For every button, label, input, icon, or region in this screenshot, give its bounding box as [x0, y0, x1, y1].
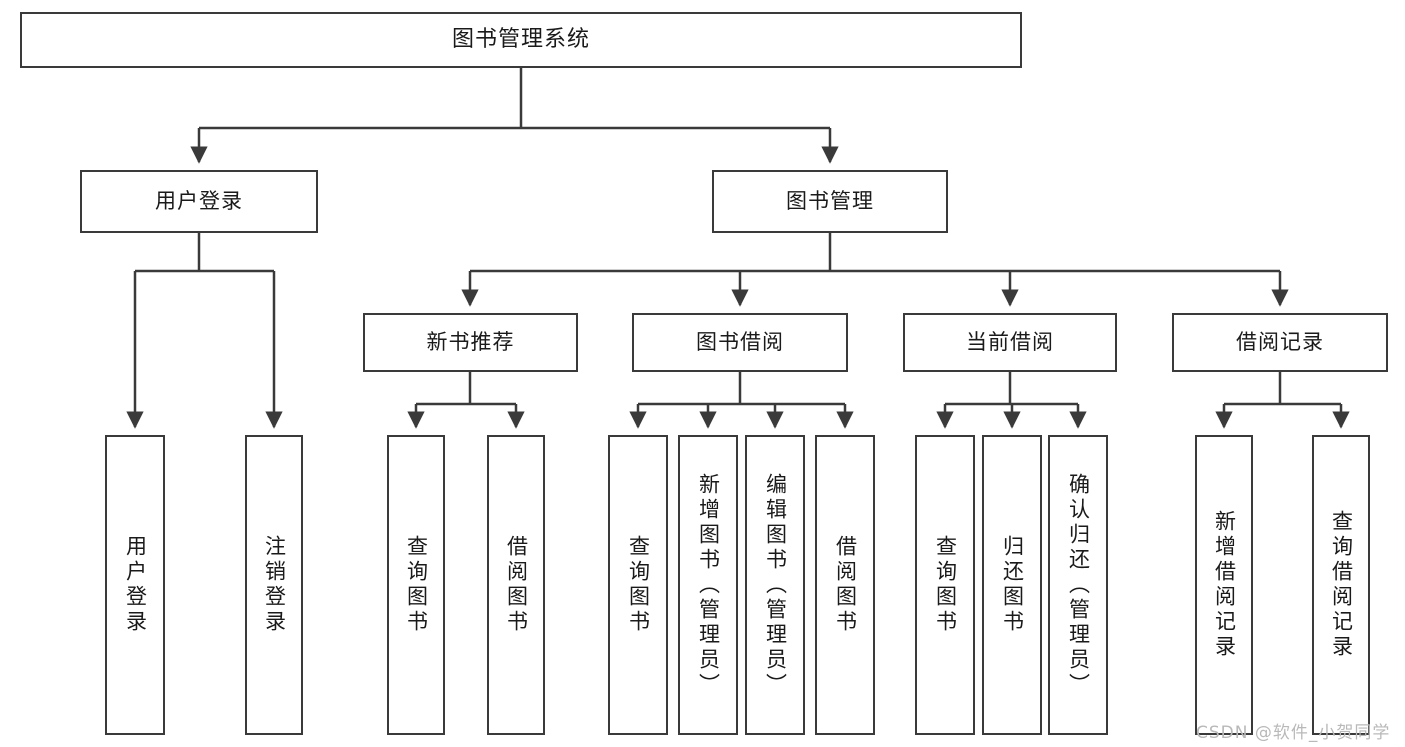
node-leaf-add-book-admin[interactable]: 新增图书（管理员） [678, 435, 738, 735]
node-leaf-add-borrow-record[interactable]: 新增借阅记录 [1195, 435, 1253, 735]
node-book-borrow[interactable]: 图书借阅 [632, 313, 848, 372]
node-leaf-query-book-recommend[interactable]: 查询图书 [387, 435, 445, 735]
node-leaf-borrow-book-recommend[interactable]: 借阅图书 [487, 435, 545, 735]
node-book-manage[interactable]: 图书管理 [712, 170, 948, 233]
node-borrow-record[interactable]: 借阅记录 [1172, 313, 1388, 372]
node-leaf-query-book-current[interactable]: 查询图书 [915, 435, 975, 735]
node-leaf-edit-book-admin[interactable]: 编辑图书（管理员） [745, 435, 805, 735]
node-user-login[interactable]: 用户登录 [80, 170, 318, 233]
node-leaf-query-book-borrow[interactable]: 查询图书 [608, 435, 668, 735]
node-root[interactable]: 图书管理系统 [20, 12, 1022, 68]
node-leaf-user-logout[interactable]: 注销登录 [245, 435, 303, 735]
node-leaf-query-borrow-record[interactable]: 查询借阅记录 [1312, 435, 1370, 735]
node-leaf-borrow-book[interactable]: 借阅图书 [815, 435, 875, 735]
csdn-watermark: CSDN @软件_小贺同学 [1196, 723, 1391, 743]
node-current-borrow[interactable]: 当前借阅 [903, 313, 1117, 372]
node-leaf-confirm-return-admin[interactable]: 确认归还（管理员） [1048, 435, 1108, 735]
node-leaf-user-login[interactable]: 用户登录 [105, 435, 165, 735]
node-leaf-return-book[interactable]: 归还图书 [982, 435, 1042, 735]
node-new-book-recommend[interactable]: 新书推荐 [363, 313, 578, 372]
